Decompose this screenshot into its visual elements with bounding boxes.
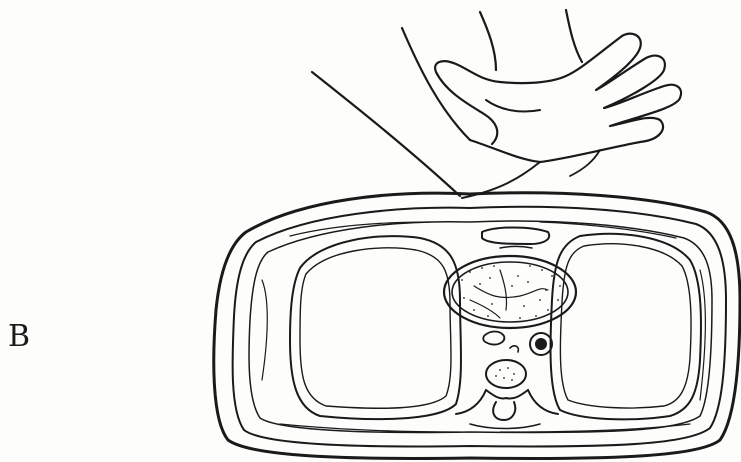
sternum: [482, 228, 549, 249]
heart: [444, 256, 576, 328]
aorta: [530, 333, 552, 355]
hand-on-chest: [312, 10, 681, 198]
left-lung: [290, 236, 461, 419]
chest-cross-section: [214, 193, 740, 459]
panel-label: B: [8, 322, 30, 352]
right-lung: [550, 234, 701, 420]
